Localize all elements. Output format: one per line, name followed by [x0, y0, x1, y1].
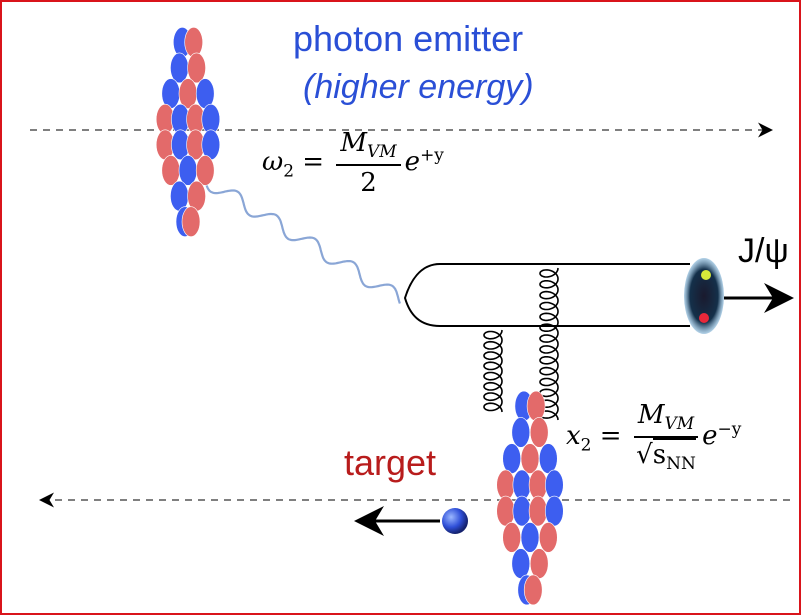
nucleon — [526, 390, 546, 422]
nucleon — [496, 495, 516, 527]
emitter-subtitle: (higher energy) — [303, 68, 534, 106]
nucleon — [538, 522, 558, 553]
nucleon — [520, 522, 540, 553]
nucleon — [523, 574, 543, 606]
nucleon — [184, 26, 203, 58]
nucleon — [511, 417, 531, 448]
nucleon — [520, 443, 540, 474]
nucleon — [544, 495, 564, 527]
gluon-left — [483, 329, 503, 413]
nucleon — [170, 52, 189, 84]
jpsi-label: J/ψ — [738, 232, 789, 270]
blue-sphere-icon — [442, 508, 468, 534]
nucleon — [512, 495, 532, 527]
nucleon — [512, 469, 532, 501]
nucleon — [496, 469, 516, 501]
gluon-right — [539, 267, 559, 421]
nucleon — [178, 155, 198, 186]
nucleon — [181, 206, 201, 237]
nucleon — [529, 417, 549, 448]
nucleon — [187, 52, 206, 84]
omega-equation: ω2 = MVM 2 e+y — [262, 128, 444, 199]
nucleon — [195, 155, 215, 186]
nucleon — [529, 548, 549, 579]
nucleon — [538, 443, 558, 474]
nucleon — [161, 155, 181, 186]
nucleon — [502, 522, 522, 553]
nucleon — [502, 443, 522, 474]
photon-wave — [203, 179, 401, 304]
nucleon — [544, 469, 564, 501]
nucleon — [528, 469, 548, 501]
emitter-title: photon emitter — [293, 18, 524, 59]
upper-nucleus-icon — [155, 26, 221, 237]
nucleon — [511, 548, 531, 579]
nucleon — [528, 495, 548, 527]
jpsi-meson-icon — [684, 258, 724, 334]
x-equation: x2 = MVM √sNN e−y — [566, 400, 742, 475]
quark-loop — [403, 263, 690, 327]
target-label: target — [344, 442, 437, 483]
lower-nucleus-icon — [496, 390, 564, 606]
